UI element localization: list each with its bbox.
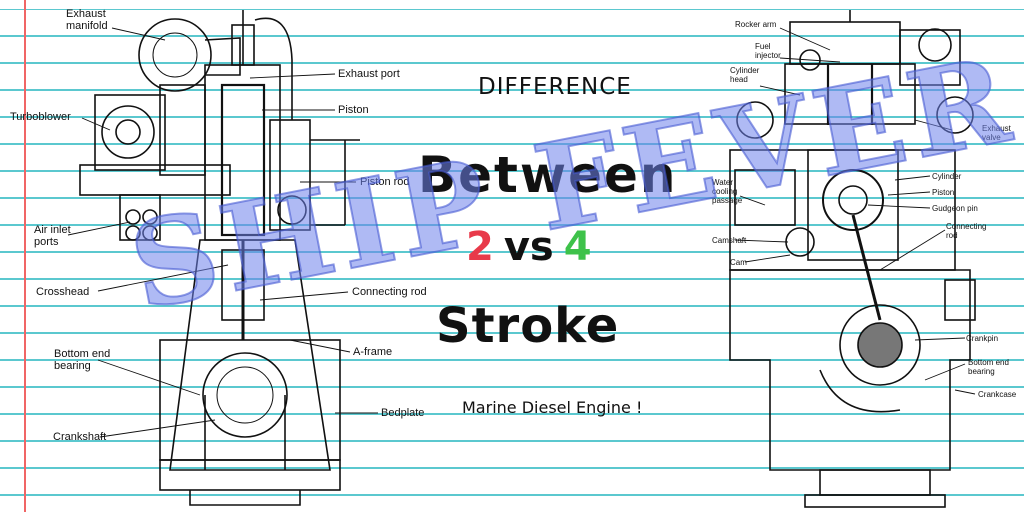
- label-a-frame: A-frame: [353, 346, 393, 358]
- title-between: Between: [418, 146, 678, 204]
- label-cylinder: Cylinder: [932, 172, 962, 181]
- label-bedplate: Bedplate: [381, 407, 425, 419]
- label-crankshaft: Crankshaft: [53, 431, 107, 443]
- label-connecting-rod-left: Connecting rod: [352, 286, 427, 298]
- number-four: 4: [563, 224, 592, 270]
- subtitle: Marine Diesel Engine !: [462, 398, 643, 417]
- label-bottom-end-bearing-right: Bottom end bearing: [968, 358, 1009, 376]
- word-vs: vs: [503, 224, 554, 270]
- label-cylinder-head: Cylinder head: [730, 66, 760, 84]
- margin-line: [24, 0, 26, 512]
- label-exhaust-manifold: Exhaust manifold: [66, 8, 108, 32]
- label-rocker-arm: Rocker arm: [735, 20, 777, 29]
- label-crankcase: Crankcase: [978, 390, 1017, 399]
- label-turboblower: Turboblower: [10, 111, 71, 123]
- label-air-inlet-ports: Air inlet ports: [34, 224, 71, 248]
- label-exhaust-valve: Exhaust valve: [982, 124, 1011, 142]
- title-stroke: Stroke: [436, 298, 620, 354]
- label-fuel-injector: Fuel injector: [755, 42, 781, 60]
- four-stroke-engine-diagram: [729, 10, 976, 508]
- label-piston-left: Piston: [338, 104, 369, 116]
- label-camshaft: Camshaft: [712, 236, 747, 245]
- label-connecting-rod-right: Connecting rod: [946, 222, 987, 240]
- label-crosshead: Crosshead: [36, 286, 90, 298]
- label-gudgeon-pin: Gudgeon pin: [932, 204, 978, 213]
- label-cam: Cam: [730, 258, 747, 267]
- label-piston-right: Piston: [932, 188, 955, 197]
- label-crankpin: Crankpin: [966, 334, 999, 343]
- label-bottom-end-bearing-left: Bottom end bearing: [54, 348, 111, 372]
- number-two: 2: [466, 224, 494, 270]
- label-exhaust-port: Exhaust port: [338, 68, 400, 80]
- two-stroke-engine-diagram: [67, 10, 378, 506]
- title-difference: DIFFERENCE: [478, 74, 632, 100]
- label-piston-rod: Piston rod: [360, 176, 410, 188]
- label-water-cooling-passage: Water cooling passage: [712, 178, 743, 205]
